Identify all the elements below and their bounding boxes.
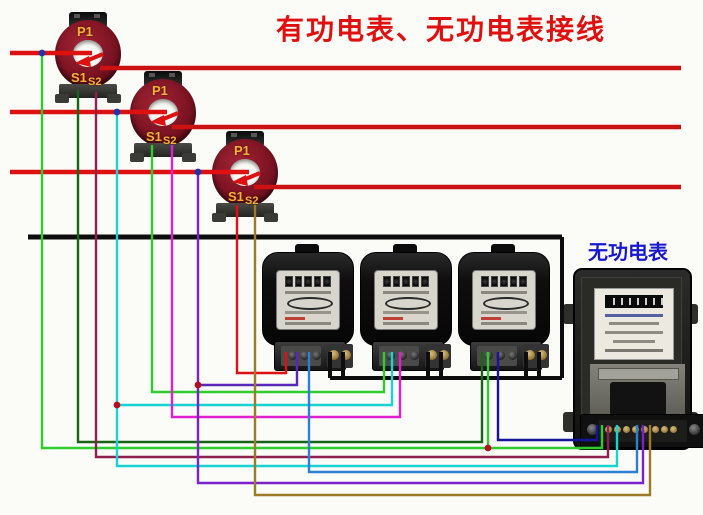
ct3-label-s2: S2 [245,195,259,207]
junction-dot [194,381,202,389]
meter-terminal-block [470,341,549,371]
meter-brand-oval [287,297,333,310]
ct1-label-s2: S2 [88,76,102,88]
meter-body [360,252,452,346]
meter-faceplate [276,270,340,330]
ct2-label-s1: S1 [146,129,162,144]
meter-body [458,252,550,346]
ct3-label-p1: P1 [234,143,250,158]
ct-hole [148,99,178,126]
meter-body [262,252,354,346]
current-transformer-2: P1 S1 S2 [130,71,196,181]
junction-dot [484,444,492,452]
meter-register [285,276,331,287]
ct-hole [73,40,103,67]
ct2-label-p1: P1 [152,83,168,98]
ct2-label-s2: S2 [163,135,177,147]
meter-brand-oval [483,297,529,310]
meter-faceplate [374,270,438,330]
reactive-meter-faceplate [594,288,674,360]
reactive-meter [563,266,703,450]
reactive-meter-terminal-block [580,414,703,448]
junction-dot [38,49,46,57]
ct-hole [230,159,260,186]
junction-dot [113,401,121,409]
ct1-label-s1: S1 [71,70,87,85]
ct1-label-p1: P1 [77,24,93,39]
active-meter-2 [360,242,452,372]
page-title: 有功电表、无功电表接线 [276,14,607,45]
active-meter-3 [458,242,550,372]
meter-terminal-block [372,341,451,371]
current-transformer-1: P1 S1 S2 [55,12,121,122]
reactive-meter-mechanism [590,364,685,420]
meter-coil [610,382,666,416]
reactive-meter-register [605,295,663,308]
meter-faceplate [472,270,536,330]
reactive-meter-label: 无功电表 [588,242,668,264]
meter-register [383,276,429,287]
active-meter-1 [262,242,354,372]
ct3-label-s1: S1 [228,189,244,204]
meter-brand-oval [385,297,431,310]
meter-terminal-block [274,341,353,371]
current-transformer-3: P1 S1 S2 [212,131,278,241]
reactive-meter-body [573,268,703,450]
meter-register [481,276,527,287]
